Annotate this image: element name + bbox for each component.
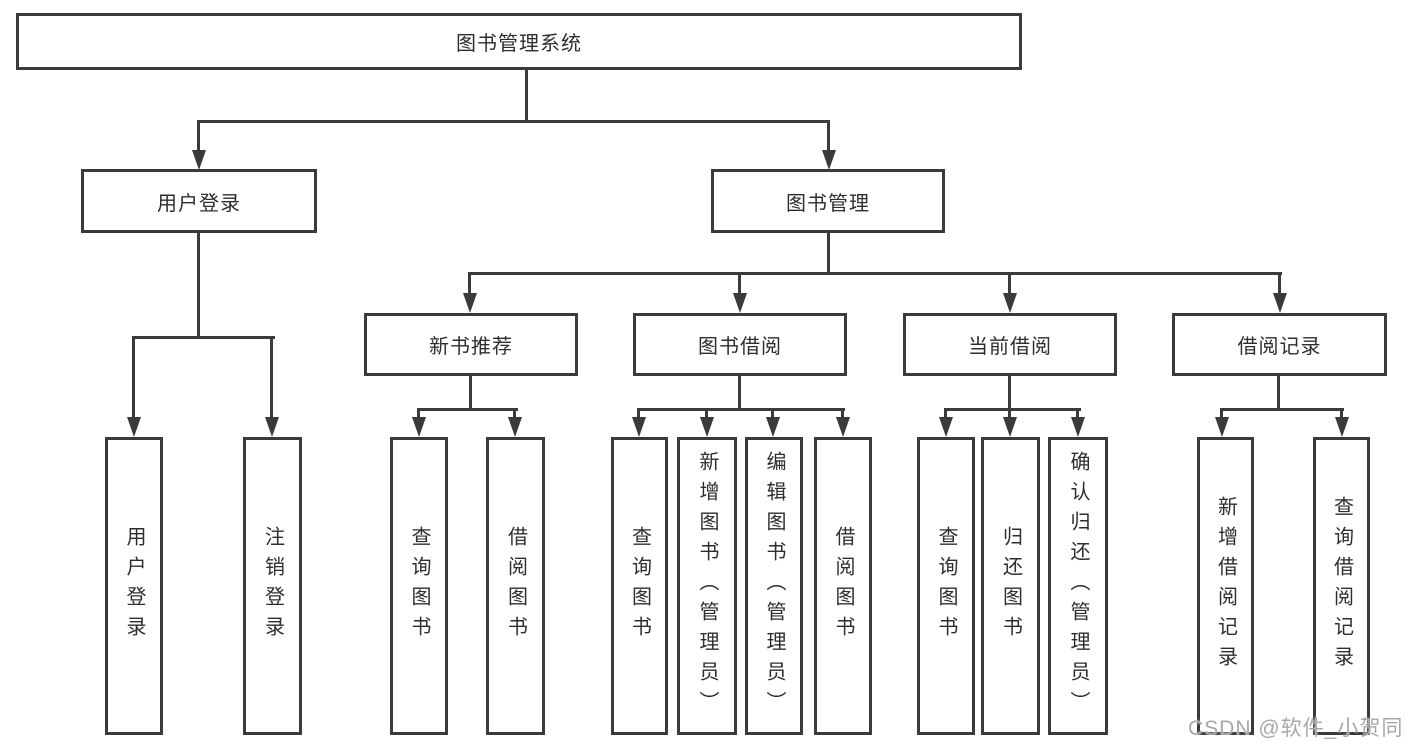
node-user-login-label: 用户登录 <box>157 192 241 215</box>
leaf-logout-label: 注销登录 <box>261 526 284 646</box>
arrowhead-icon <box>1215 417 1229 437</box>
connector <box>132 336 135 419</box>
arrowhead-icon <box>836 417 850 437</box>
connector <box>738 376 741 411</box>
arrowhead-icon <box>700 417 714 437</box>
connector <box>705 408 708 420</box>
arrowhead-icon <box>508 417 522 437</box>
connector <box>1277 376 1280 411</box>
node-user-login: 用户登录 <box>81 169 317 233</box>
node-current-borrowing: 当前借阅 <box>903 313 1117 376</box>
connector <box>827 120 830 152</box>
node-root: 图书管理系统 <box>16 13 1022 70</box>
leaf-query-books-current: 查询图书 <box>917 437 975 735</box>
leaf-query-borrow-record-label: 查询借阅记录 <box>1330 496 1353 676</box>
arrowhead-icon <box>766 417 780 437</box>
arrowhead-icon <box>1003 417 1017 437</box>
leaf-query-books-borrow: 查询图书 <box>611 437 668 735</box>
connector <box>417 408 420 420</box>
arrowhead-icon <box>127 417 141 437</box>
node-current-borrowing-label: 当前借阅 <box>968 336 1052 358</box>
arrowhead-icon <box>192 150 206 170</box>
connector <box>827 233 830 275</box>
arrowhead-icon <box>265 417 279 437</box>
connector <box>270 336 273 419</box>
connector <box>197 120 200 152</box>
node-book-borrowing: 图书借阅 <box>633 313 847 376</box>
leaf-query-books-recommend-label: 查询图书 <box>408 526 430 646</box>
leaf-confirm-return-admin-label: 确认归还（管理员） <box>1067 451 1089 721</box>
connector <box>1278 272 1281 295</box>
leaf-query-books-current-label: 查询图书 <box>935 526 957 646</box>
connector <box>1008 408 1011 420</box>
connector <box>132 336 275 339</box>
connector <box>197 120 830 123</box>
connector <box>738 272 741 295</box>
arrowhead-icon <box>1335 417 1349 437</box>
leaf-borrow-books-borrow-label: 借阅图书 <box>832 526 854 646</box>
connector <box>637 408 640 420</box>
node-borrow-records-label: 借阅记录 <box>1237 336 1322 358</box>
arrowhead-icon <box>412 417 426 437</box>
arrowhead-icon <box>822 150 836 170</box>
connector <box>637 408 845 411</box>
node-book-borrowing-label: 图书借阅 <box>698 336 782 358</box>
connector <box>1220 408 1344 411</box>
leaf-query-books-recommend: 查询图书 <box>390 437 448 735</box>
node-new-book-recommend-label: 新书推荐 <box>429 336 513 358</box>
connector <box>417 408 518 411</box>
connector <box>1220 408 1223 420</box>
leaf-add-book-admin-label: 新增图书（管理员） <box>696 451 718 721</box>
node-book-management-label: 图书管理 <box>786 192 870 215</box>
connector <box>1008 272 1011 295</box>
node-borrow-records: 借阅记录 <box>1172 313 1387 376</box>
leaf-edit-book-admin: 编辑图书（管理员） <box>745 437 803 735</box>
leaf-confirm-return-admin: 确认归还（管理员） <box>1048 437 1108 735</box>
connector <box>1340 408 1343 420</box>
connector <box>525 70 528 120</box>
leaf-add-book-admin: 新增图书（管理员） <box>677 437 737 735</box>
connector <box>197 233 200 339</box>
leaf-borrow-books-recommend: 借阅图书 <box>486 437 545 735</box>
arrowhead-icon <box>632 417 646 437</box>
arrowhead-icon <box>939 417 953 437</box>
node-new-book-recommend: 新书推荐 <box>364 313 578 376</box>
csdn-watermark: CSDN @软件_小贺同学 <box>1188 717 1405 740</box>
node-book-management: 图书管理 <box>711 169 945 233</box>
leaf-query-books-borrow-label: 查询图书 <box>628 526 651 646</box>
leaf-add-borrow-record-label: 新增借阅记录 <box>1214 496 1237 676</box>
leaf-return-books: 归还图书 <box>981 437 1040 735</box>
arrowhead-icon <box>1071 417 1085 437</box>
connector <box>944 408 947 420</box>
leaf-borrow-books-recommend-label: 借阅图书 <box>504 526 527 646</box>
leaf-logout: 注销登录 <box>243 437 302 735</box>
connector <box>513 408 516 420</box>
connector <box>1008 376 1011 411</box>
leaf-user-login-label: 用户登录 <box>123 526 145 646</box>
leaf-query-borrow-record: 查询借阅记录 <box>1313 437 1370 735</box>
leaf-borrow-books-borrow: 借阅图书 <box>814 437 872 735</box>
connector <box>469 376 472 411</box>
leaf-user-login: 用户登录 <box>105 437 163 735</box>
arrowhead-icon <box>1003 293 1017 313</box>
leaf-add-borrow-record: 新增借阅记录 <box>1197 437 1254 735</box>
arrowhead-icon <box>463 293 477 313</box>
connector <box>944 408 1081 411</box>
connector <box>468 272 1282 275</box>
arrowhead-icon <box>1273 293 1287 313</box>
arrowhead-icon <box>733 293 747 313</box>
leaf-edit-book-admin-label: 编辑图书（管理员） <box>763 451 785 721</box>
connector <box>1076 408 1079 420</box>
node-root-label: 图书管理系统 <box>456 33 582 55</box>
connector <box>771 408 774 420</box>
leaf-return-books-label: 归还图书 <box>999 526 1022 646</box>
connector <box>841 408 844 420</box>
connector <box>468 272 471 295</box>
